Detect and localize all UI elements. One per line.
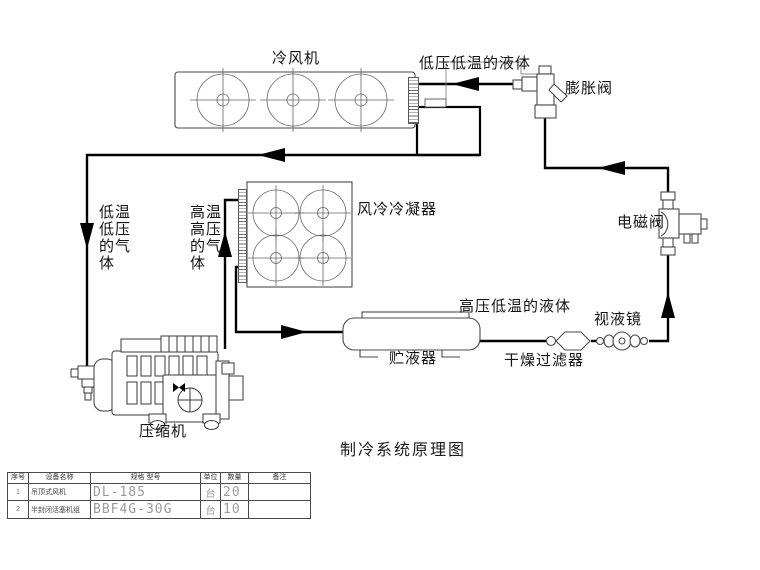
cell-unit: 台 bbox=[200, 500, 221, 519]
txv-sensing-bulb bbox=[424, 98, 447, 108]
receiver-label: 贮液器 bbox=[389, 350, 438, 367]
cell-name: 吊顶式风机 bbox=[28, 483, 91, 501]
evaporator-unit bbox=[174, 68, 416, 132]
cell-name: 半封闭活塞机组 bbox=[28, 500, 91, 519]
cell-note bbox=[248, 483, 311, 501]
table-row: 2 半封闭活塞机组 BBF4G-30G 台 10 bbox=[7, 500, 311, 519]
cell-note bbox=[248, 500, 311, 519]
evaporator-suction-header bbox=[415, 105, 482, 157]
solenoid-valve bbox=[658, 191, 708, 256]
filter-drier bbox=[545, 331, 591, 351]
drawing-title: 制冷系统原理图 bbox=[340, 442, 467, 459]
gas-low-label: 低温 低压 的气 体 bbox=[99, 204, 132, 272]
table-header-row: 序号 设备名称 规格 型号 单位 数量 备注 bbox=[7, 472, 311, 484]
cell-seq: 2 bbox=[7, 500, 29, 519]
pipe-sightglass-to-solenoid bbox=[649, 251, 670, 343]
cell-model: BBF4G-30G bbox=[90, 500, 201, 519]
sight-glass bbox=[595, 331, 649, 351]
solenoid-valve-label: 电磁阀 bbox=[617, 214, 666, 231]
evaporator-fans bbox=[190, 68, 394, 132]
condenser-label: 风冷冷凝器 bbox=[357, 201, 438, 218]
table-row: 1 吊顶式风机 DL-185 台 20 bbox=[7, 483, 311, 501]
condenser-fin-coil bbox=[238, 189, 247, 283]
col-seq: 序号 bbox=[7, 472, 29, 484]
flow-arrows bbox=[80, 77, 675, 339]
sight-glass-label: 视液镜 bbox=[594, 311, 643, 328]
liquid-low-label: 低压低温的液体 bbox=[419, 55, 532, 72]
cell-qty: 10 bbox=[220, 500, 249, 519]
condenser-unit bbox=[246, 181, 353, 288]
gas-high-label: 高温 高压 的气 体 bbox=[190, 204, 223, 272]
filter-drier-label: 干燥过滤器 bbox=[504, 352, 585, 369]
expansion-valve bbox=[512, 65, 568, 119]
col-note: 备注 bbox=[248, 472, 311, 484]
arrow-to-expansion-valve bbox=[598, 161, 625, 175]
pipe-lines bbox=[85, 82, 670, 370]
pipe-suction-return bbox=[85, 153, 480, 370]
arrow-up-to-solenoid bbox=[661, 292, 675, 318]
col-unit: 单位 bbox=[200, 472, 221, 484]
compressor-label: 压缩机 bbox=[139, 423, 188, 440]
compressor-valve-bowtie bbox=[173, 383, 179, 392]
arrow-suction-left bbox=[258, 148, 285, 162]
compressor-unit bbox=[70, 335, 244, 430]
pipe-solenoid-to-txv bbox=[543, 118, 670, 193]
col-name: 设备名称 bbox=[28, 472, 91, 484]
arrow-into-receiver bbox=[281, 325, 307, 339]
txv-capillary bbox=[445, 61, 537, 99]
arrow-up-discharge bbox=[218, 231, 232, 257]
evaporator-label: 冷风机 bbox=[272, 50, 321, 67]
col-qty: 数量 bbox=[220, 472, 249, 484]
cell-seq: 1 bbox=[7, 483, 29, 501]
pipe-compressor-discharge bbox=[223, 198, 239, 349]
arrow-into-evaporator bbox=[452, 77, 479, 91]
equipment-table: 序号 设备名称 规格 型号 单位 数量 备注 1 吊顶式风机 DL-185 台 … bbox=[7, 472, 311, 519]
evaporator-fin-coil bbox=[408, 77, 419, 124]
liquid-high-label: 高压低温的液体 bbox=[459, 298, 572, 315]
condenser-fans bbox=[248, 185, 351, 286]
cell-model: DL-185 bbox=[90, 483, 201, 501]
cell-qty: 20 bbox=[220, 483, 249, 501]
cell-unit: 台 bbox=[200, 483, 221, 501]
receiver-unit bbox=[342, 311, 481, 358]
arrow-down-to-compressor bbox=[80, 223, 94, 249]
col-model: 规格 型号 bbox=[90, 472, 201, 484]
expansion-valve-label: 膨胀阀 bbox=[565, 80, 614, 97]
